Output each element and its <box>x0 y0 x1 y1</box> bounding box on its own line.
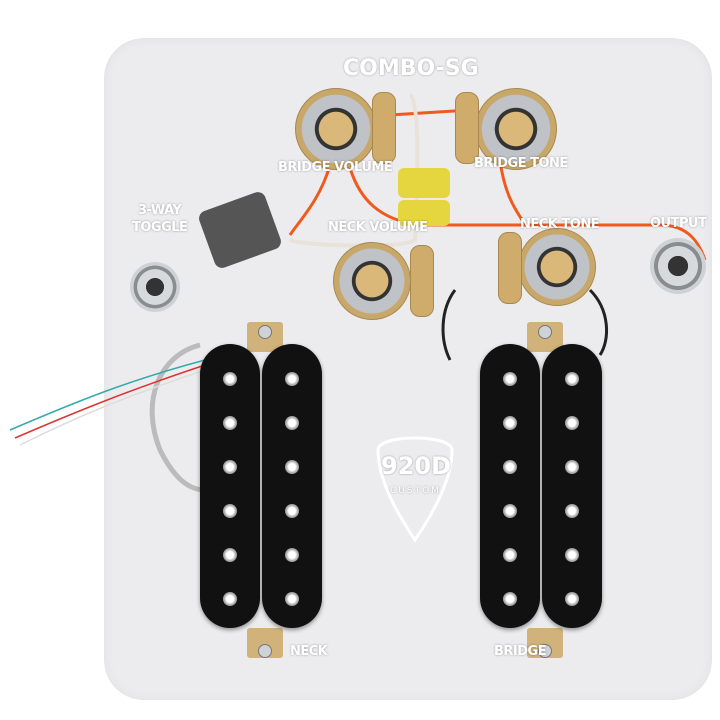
pole-piece <box>223 548 237 562</box>
toggle-label-1: 3-WAY <box>138 203 182 218</box>
pole-piece <box>565 592 579 606</box>
bridge-tone-label: BRIDGE TONE <box>474 156 568 171</box>
pole-piece <box>285 460 299 474</box>
screw-icon <box>538 325 552 339</box>
pole-piece <box>223 504 237 518</box>
neck-pickup-bobbin <box>200 344 260 628</box>
pole-piece <box>503 592 517 606</box>
pot-board <box>410 245 434 317</box>
pole-piece <box>223 460 237 474</box>
pole-piece <box>565 504 579 518</box>
brand-logo-text: 920D <box>381 452 452 480</box>
pole-piece <box>503 548 517 562</box>
pole-piece <box>503 372 517 386</box>
screw-icon <box>258 644 272 658</box>
pole-piece <box>285 592 299 606</box>
bridge-pickup-bobbin <box>542 344 602 628</box>
product-title: COMBO-SG <box>343 56 479 81</box>
pole-piece <box>285 548 299 562</box>
bridge-volume-pot <box>295 88 377 170</box>
pole-piece <box>223 416 237 430</box>
pot-board <box>372 92 396 164</box>
neck-pickup-bobbin <box>262 344 322 628</box>
bridge-pickup-bobbin <box>480 344 540 628</box>
pot-board <box>455 92 479 164</box>
screw-icon <box>538 644 552 658</box>
output-label: OUTPUT <box>650 216 707 231</box>
capacitor <box>398 168 450 198</box>
pole-piece <box>503 504 517 518</box>
pole-piece <box>565 372 579 386</box>
pole-piece <box>503 416 517 430</box>
pole-piece <box>503 460 517 474</box>
pole-piece <box>565 460 579 474</box>
brand-logo-pick-icon <box>376 436 454 543</box>
pole-piece <box>285 504 299 518</box>
screw-icon <box>258 325 272 339</box>
pot-board <box>498 232 522 304</box>
pole-piece <box>285 416 299 430</box>
pole-piece <box>223 592 237 606</box>
toggle-label-2: TOGGLE <box>132 220 188 235</box>
pole-piece <box>285 372 299 386</box>
neck-pickup-label: NECK <box>290 644 328 659</box>
brand-logo-subtext: CUSTOM <box>390 486 441 496</box>
output-jack <box>650 238 706 294</box>
bridge-pickup-label: BRIDGE <box>494 644 547 659</box>
neck-tone-label: NECK TONE <box>520 217 600 232</box>
pole-piece <box>565 416 579 430</box>
pole-piece <box>565 548 579 562</box>
neck-volume-pot <box>333 242 411 320</box>
neck-tone-pot <box>518 228 596 306</box>
neck-volume-label: NECK VOLUME <box>328 220 428 235</box>
bridge-volume-label: BRIDGE VOLUME <box>278 160 393 175</box>
pole-piece <box>223 372 237 386</box>
toggle-switch <box>130 262 180 312</box>
